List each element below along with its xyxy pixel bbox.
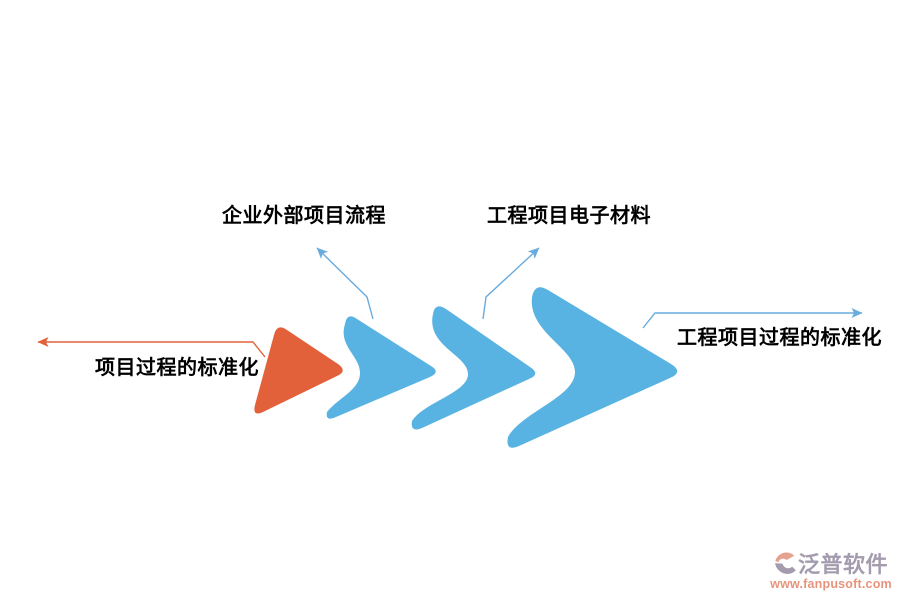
fanpu-logo-icon-bottom-swoosh: [775, 562, 796, 574]
step-arrow-3-blue-chevron: [411, 306, 536, 430]
step-arrow-1-orange-triangle: [254, 327, 343, 414]
callout-line-left: [37, 337, 266, 358]
step-arrow-2-blue-chevron: [326, 316, 436, 419]
fanpu-brand-row: 泛普软件: [766, 549, 896, 577]
callout-line-top-left: [316, 247, 374, 320]
callout-label-project-process-standardization: 工程项目过程的标准化: [677, 327, 882, 349]
fanpu-logo-icon: [775, 552, 796, 574]
callout-line-top-right: [482, 247, 540, 320]
fanpu-watermark: 泛普软件 www.fanpusoft.com: [766, 549, 896, 592]
step-arrow-4-blue-chevron: [507, 287, 678, 448]
callout-line-right: [642, 308, 863, 329]
callout-label-electronic-materials: 工程项目电子材料: [487, 205, 651, 227]
fanpu-logo-icon-top-swoosh: [775, 552, 795, 562]
callout-label-external-project-process: 企业外部项目流程: [222, 205, 386, 227]
fanpu-url-text: www.fanpusoft.com: [770, 577, 892, 591]
fanpu-brand-text: 泛普软件: [798, 551, 889, 577]
callout-label-process-standardization: 项目过程的标准化: [95, 357, 259, 379]
